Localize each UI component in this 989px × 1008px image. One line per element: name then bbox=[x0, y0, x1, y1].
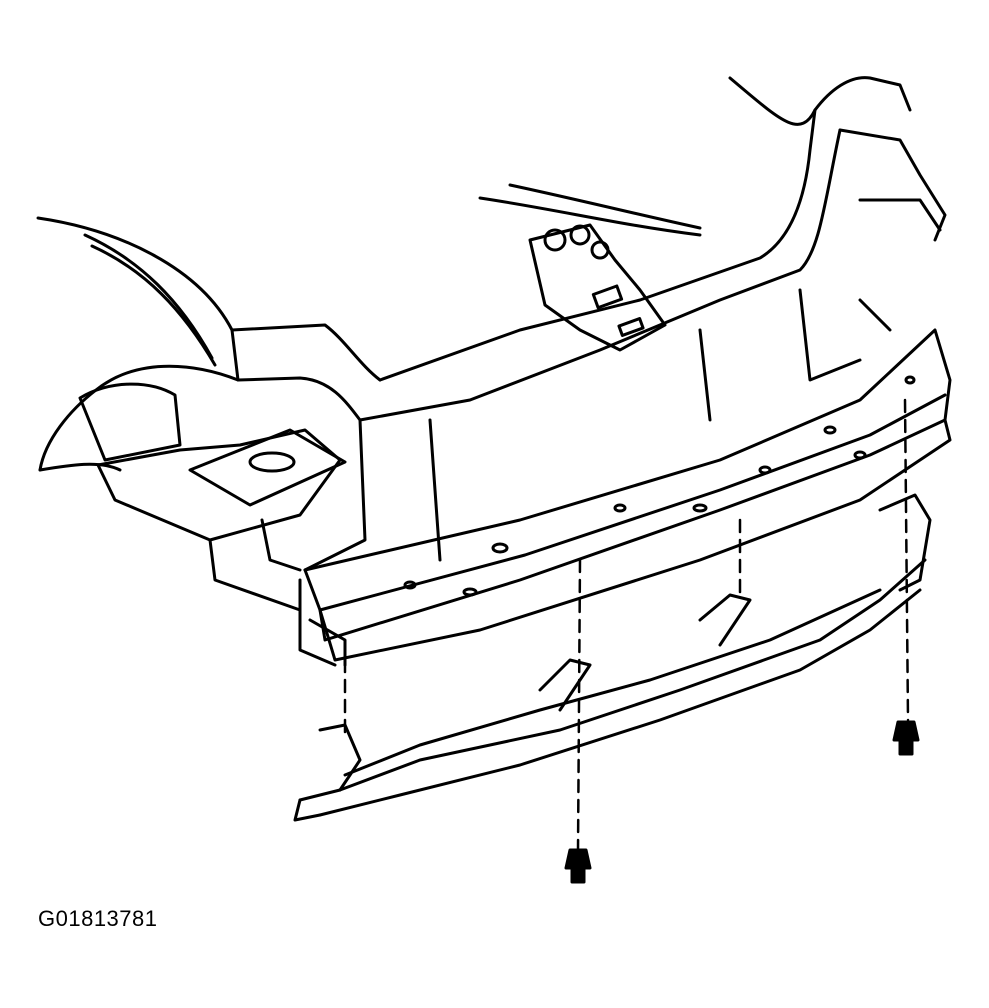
left-fender bbox=[36, 216, 240, 472]
upper-radiator-support bbox=[358, 76, 947, 422]
figure-id-caption: G01813781 bbox=[38, 906, 158, 931]
energy-absorber bbox=[293, 493, 932, 822]
left-frame-rail bbox=[96, 323, 382, 612]
hood-latch bbox=[528, 223, 667, 352]
push-pin-fastener-center bbox=[564, 848, 592, 884]
radiator-support-body bbox=[303, 288, 892, 572]
push-pin-fastener-right bbox=[892, 720, 920, 756]
fastener-lines bbox=[343, 398, 910, 852]
impact-bar bbox=[298, 328, 952, 667]
